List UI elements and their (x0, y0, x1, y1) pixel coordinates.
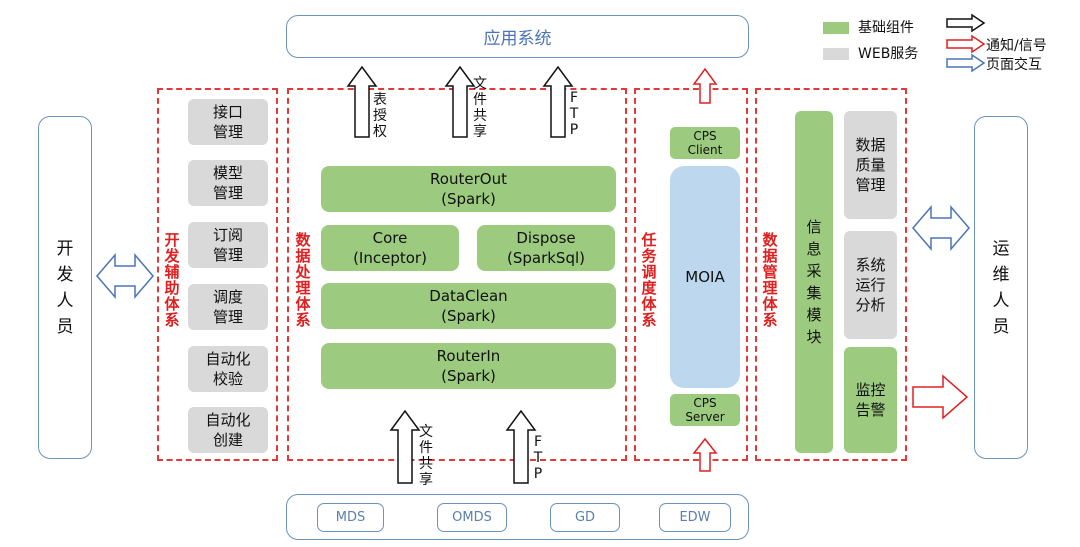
dev-support-label: 开 发 辅 助 体 系 (164, 231, 180, 329)
developers-label: 开 发 人 员 (56, 238, 74, 337)
task-scheduling-region (634, 88, 748, 461)
source-edw: EDW (659, 503, 731, 532)
core-component: Core (Inceptor) (321, 225, 459, 271)
developers-box: 开 发 人 员 (38, 116, 92, 459)
legend-basic-swatch (823, 22, 849, 34)
table-auth-label: 表 授 权 (373, 92, 387, 140)
info-collect-module: 信 息 采 集 模 块 (795, 111, 833, 453)
moia-up-notify-arrow-icon (692, 67, 718, 104)
ops-interaction-arrow-icon (912, 204, 970, 252)
cps-client-component: CPS Client (670, 127, 740, 159)
app-system-box: 应用系统 (286, 15, 749, 58)
legend-page-arrow-icon (946, 53, 986, 73)
system-run-analysis: 系统 运行 分析 (844, 231, 897, 339)
legend-web-swatch (823, 48, 849, 60)
dispose-component: Dispose (SparkSql) (477, 225, 615, 271)
file-share-in-arrow-icon (389, 409, 421, 484)
legend-plain-arrow-icon (946, 13, 986, 33)
source-omds: OMDS (437, 503, 507, 532)
data-clean-component: DataClean (Spark) (321, 283, 616, 329)
operators-label: 运 维 人 员 (992, 238, 1010, 337)
moia-label: MOIA (685, 268, 725, 286)
subscription-management: 订阅 管理 (188, 222, 268, 268)
legend-web-label: WEB服务 (858, 46, 919, 62)
data-management-region (755, 88, 907, 461)
auto-creation: 自动化 创建 (188, 407, 268, 453)
ftp-in-arrow-icon (505, 409, 537, 484)
auto-validation: 自动化 校验 (188, 346, 268, 392)
data-management-label: 数 据 管 理 体 系 (762, 231, 778, 329)
router-out-component: RouterOut (Spark) (321, 166, 616, 212)
interface-management: 接口 管理 (188, 99, 268, 145)
legend: 基础组件 WEB服务 通知/信号 页面交互 (808, 10, 1073, 80)
ftp-up-arrow-icon (542, 65, 574, 138)
model-management: 模型 管理 (188, 160, 268, 206)
router-in-component: RouterIn (Spark) (321, 343, 616, 389)
legend-notify-label: 通知/信号 (986, 38, 1047, 54)
legend-notify-arrow-icon (946, 34, 986, 54)
monitor-alert: 监控 告警 (844, 347, 897, 453)
dev-interaction-arrow-icon (96, 252, 154, 300)
dev-support-region (157, 88, 278, 461)
moia-in-notify-arrow-icon (692, 437, 718, 472)
data-processing-label: 数 据 处 理 体 系 (295, 231, 311, 329)
source-gd: GD (550, 503, 620, 532)
file-share-in-label: 文 件 共 享 (419, 424, 433, 488)
legend-basic-label: 基础组件 (858, 20, 914, 36)
task-scheduling-label: 任 务 调 度 体 系 (641, 231, 657, 329)
ftp-out-label: F T P (569, 90, 579, 138)
ftp-in-label: F T P (533, 434, 543, 482)
scheduling-management: 调度 管理 (188, 284, 268, 330)
moia-component: MOIA (670, 166, 740, 388)
source-mds: MDS (317, 503, 384, 532)
app-system-label: 应用系统 (483, 29, 552, 49)
cps-server-component: CPS Server (670, 394, 740, 426)
operators-box: 运 维 人 员 (974, 116, 1028, 459)
file-share-up-arrow-icon (444, 65, 476, 138)
data-processing-region (287, 88, 627, 461)
alert-notify-arrow-icon (912, 374, 969, 420)
table-auth-up-arrow-icon (346, 65, 378, 138)
data-quality-management: 数据 质量 管理 (844, 111, 897, 219)
file-share-out-label: 文 件 共 享 (473, 76, 487, 140)
legend-page-label: 页面交互 (986, 57, 1042, 73)
